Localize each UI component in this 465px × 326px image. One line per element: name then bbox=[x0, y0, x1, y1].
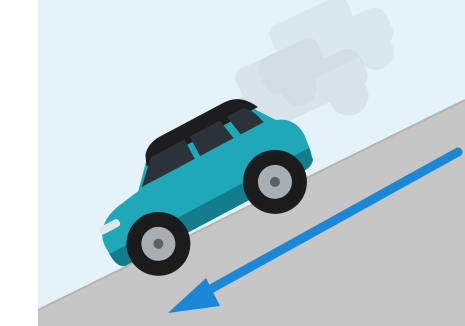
hill-descent-illustration bbox=[0, 0, 465, 326]
hill-descent-scene bbox=[0, 0, 465, 326]
